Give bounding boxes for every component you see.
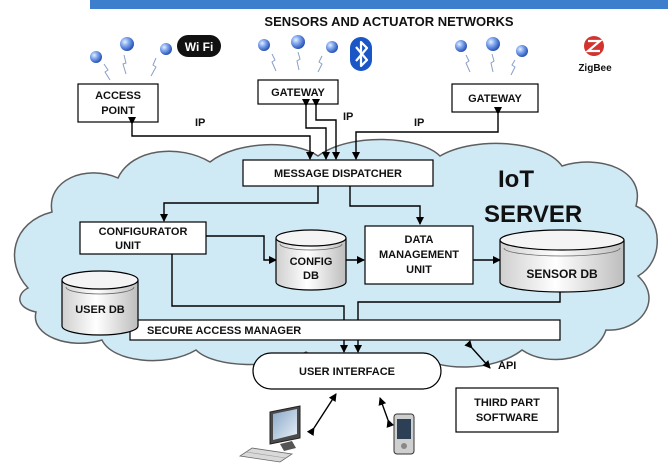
ip-label-access-point: IP: [195, 117, 205, 129]
desktop-computer-icon: [238, 405, 301, 463]
configurator-label-line1: CONFIGURATOR: [99, 226, 188, 238]
access-point-box: ACCESS POINT: [77, 83, 159, 123]
sensor-node-icon: [160, 43, 172, 55]
header-bar: [90, 0, 668, 9]
link-dispatcher-data-management: [349, 186, 424, 225]
wireless-signal-icon: [103, 54, 157, 81]
zigbee-logo-text: ZigBee: [578, 63, 612, 74]
message-dispatcher-box: MESSAGE DISPATCHER: [242, 159, 434, 187]
link-gateway-zigbee-dispatcher: [352, 107, 502, 160]
user-db-label: USER DB: [75, 304, 125, 316]
link-dispatcher-configurator: [160, 186, 319, 222]
link-gateway-bt-dispatcher-b: [312, 99, 340, 160]
zigbee-icon: ZigBee: [578, 36, 612, 74]
data-management-unit-box: DATA MANAGEMENT UNIT: [364, 225, 474, 285]
link-api: [464, 340, 491, 369]
third-party-software-box: THIRD PART SOFTWARE: [455, 387, 559, 433]
gateway-bluetooth-label: GATEWAY: [271, 87, 325, 99]
sensor-db-cylinder: SENSOR DB: [499, 229, 625, 293]
data-management-label-line3: UNIT: [406, 264, 432, 276]
gateway-zigbee-label: GATEWAY: [468, 93, 522, 105]
sensor-group-wifi: [90, 37, 172, 81]
bluetooth-icon: [350, 37, 372, 71]
sensor-db-label: SENSOR DB: [526, 267, 598, 281]
access-point-label-line1: ACCESS: [95, 90, 141, 102]
diagram-title: SENSORS AND ACTUATOR NETWORKS: [264, 14, 514, 29]
user-interface-label: USER INTERFACE: [299, 366, 395, 378]
sensor-node-icon: [455, 40, 467, 52]
sensor-node-icon: [516, 45, 528, 57]
wireless-signal-icon: [271, 51, 323, 73]
sensor-node-icon: [120, 37, 134, 51]
link-ui-computer: [306, 393, 337, 437]
wifi-logo-text: Wi Fi: [185, 40, 214, 54]
data-management-label-line1: DATA: [405, 234, 434, 246]
gateway-bluetooth-box: GATEWAY: [257, 79, 339, 105]
secure-access-manager-bar: SECURE ACCESS MANAGER: [129, 319, 561, 341]
ip-label-gateway-zigbee: IP: [414, 117, 424, 129]
config-db-label-line2: DB: [303, 270, 319, 282]
data-management-label-line2: MANAGEMENT: [379, 249, 459, 261]
gateway-zigbee-box: GATEWAY: [451, 83, 539, 113]
mobile-phone-icon: [393, 413, 415, 455]
config-db-cylinder: CONFIG DB: [275, 229, 347, 291]
message-dispatcher-label: MESSAGE DISPATCHER: [274, 168, 402, 180]
sensor-node-icon: [258, 39, 270, 51]
api-label: API: [498, 360, 516, 372]
configurator-unit-box: CONFIGURATOR UNIT: [79, 221, 207, 255]
secure-access-manager-label: SECURE ACCESS MANAGER: [147, 325, 301, 337]
configurator-label-line2: UNIT: [115, 240, 141, 252]
link-ui-phone: [378, 397, 395, 428]
wireless-signal-icon: [465, 53, 516, 76]
iot-title-line2: SERVER: [484, 201, 582, 228]
access-point-label-line2: POINT: [101, 105, 135, 117]
third-party-label-line2: SOFTWARE: [476, 412, 538, 424]
user-interface-box: USER INTERFACE: [252, 352, 442, 390]
sensor-node-icon: [486, 37, 500, 51]
sensor-node-icon: [90, 51, 102, 63]
ip-label-gateway-bluetooth: IP: [343, 111, 353, 123]
sensor-group-zigbee: [455, 37, 528, 76]
sensor-node-icon: [326, 41, 338, 53]
iot-title-line1: IoT: [498, 166, 534, 193]
user-db-cylinder: USER DB: [61, 270, 139, 336]
config-db-label-line1: CONFIG: [290, 256, 333, 268]
sensor-group-bluetooth: [258, 35, 338, 73]
third-party-label-line1: THIRD PART: [474, 397, 540, 409]
wifi-logo-icon: Wi Fi: [177, 35, 221, 57]
sensor-node-icon: [291, 35, 305, 49]
